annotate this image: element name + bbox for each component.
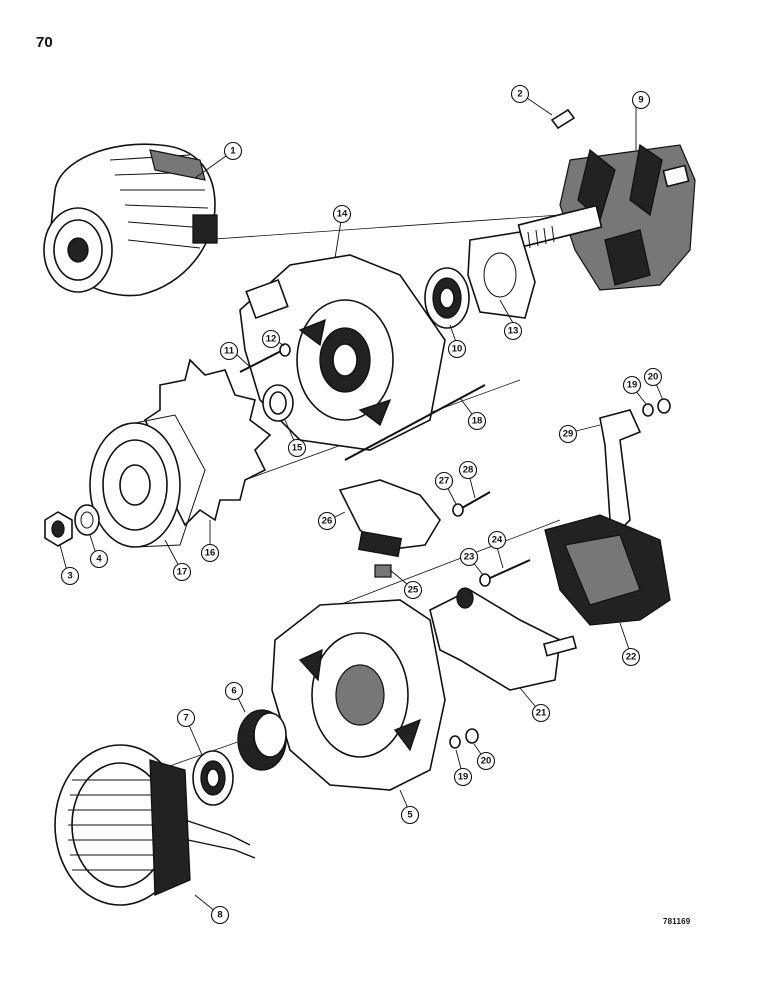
rectifier-cover: [544, 514, 671, 626]
washer-23: [479, 573, 491, 587]
callout-4: 4: [89, 549, 109, 569]
callout-27: 27: [434, 471, 454, 491]
bracket: [599, 409, 642, 532]
callout-label: 26: [322, 516, 333, 527]
callout-26: 26: [317, 511, 337, 531]
callout-label: 14: [337, 209, 348, 220]
stator: [54, 744, 256, 906]
callout-label: 27: [439, 476, 450, 487]
callout-label: 21: [536, 708, 547, 719]
callout-23: 23: [459, 547, 479, 567]
callout-label: 24: [492, 535, 503, 546]
page-number: 70: [36, 34, 53, 51]
callout-3: 3: [60, 566, 80, 586]
nut-20-lower: [465, 728, 479, 744]
callout-17: 17: [172, 562, 192, 582]
callout-label: 19: [458, 772, 469, 783]
alternator-assembly: [43, 143, 218, 297]
woodruff-key: [550, 108, 576, 130]
callout-label: 28: [463, 465, 474, 476]
callout-label: 2: [517, 89, 522, 100]
callout-18: 18: [467, 411, 487, 431]
callout-1: 1: [223, 141, 243, 161]
callout-label: 15: [292, 443, 303, 454]
drive-end-housing: [239, 254, 446, 451]
callout-label: 5: [407, 810, 413, 821]
callout-7: 7: [176, 708, 196, 728]
rotor: [517, 143, 696, 291]
callout-8: 8: [210, 905, 230, 925]
callout-15: 15: [287, 438, 307, 458]
callout-label: 10: [452, 344, 463, 355]
callout-label: 13: [508, 326, 519, 337]
callout-19-lower: 19: [453, 767, 473, 787]
screw-28: [461, 491, 491, 509]
callout-label: 9: [638, 95, 643, 106]
callout-label: 4: [96, 554, 102, 565]
callout-label: 12: [266, 334, 277, 345]
slip-ring-end-bearing: [192, 750, 234, 806]
callout-label: 20: [648, 372, 659, 383]
screw: [239, 349, 284, 373]
callout-13: 13: [503, 321, 523, 341]
callout-label: 20: [481, 756, 492, 767]
callout-label: 8: [217, 910, 222, 921]
spacer: [262, 384, 294, 422]
through-bolt: [344, 384, 486, 461]
callout-9: 9: [631, 90, 651, 110]
callout-16: 16: [200, 543, 220, 563]
bearing-cup: [237, 709, 287, 771]
callout-label: 22: [626, 652, 637, 663]
figure-code: 781169: [663, 917, 691, 926]
callout-28: 28: [458, 460, 478, 480]
callout-label: 3: [67, 571, 72, 582]
callout-20-lower: 20: [476, 751, 496, 771]
callout-21: 21: [531, 703, 551, 723]
callout-label: 17: [177, 567, 188, 578]
pulley-nut: [44, 511, 73, 547]
washer-27: [452, 503, 464, 517]
brush-holder: [357, 530, 403, 578]
callout-29: 29: [558, 424, 578, 444]
washer-12: [279, 343, 291, 357]
rectifier-regulator: [429, 587, 578, 691]
callout-22: 22: [621, 647, 641, 667]
drive-end-bearing: [424, 267, 470, 329]
pulley: [89, 414, 206, 548]
callout-10: 10: [447, 339, 467, 359]
callout-label: 7: [183, 713, 188, 724]
callout-label: 19: [627, 380, 638, 391]
callout-label: 23: [464, 552, 475, 563]
callout-label: 11: [224, 346, 235, 357]
callout-label: 29: [563, 429, 574, 440]
screw-24: [489, 559, 531, 579]
callout-label: 25: [408, 585, 419, 596]
washer-19-upper: [642, 403, 654, 417]
callout-19-upper: 19: [622, 375, 642, 395]
callout-6: 6: [224, 681, 244, 701]
callout-label: 18: [472, 416, 483, 427]
slip-ring-end-housing: [271, 599, 446, 791]
callout-20-upper: 20: [643, 367, 663, 387]
callout-24: 24: [487, 530, 507, 550]
washer-19-lower: [449, 735, 461, 749]
callout-label: 1: [230, 146, 236, 157]
retainer-plate: [467, 231, 536, 319]
callout-label: 6: [231, 686, 236, 697]
callout-14: 14: [332, 204, 352, 224]
callout-5: 5: [400, 805, 420, 825]
callout-2: 2: [510, 84, 530, 104]
washer-4: [74, 504, 100, 536]
callout-12: 12: [261, 329, 281, 349]
nut-20-upper: [657, 398, 671, 414]
callout-11: 11: [219, 341, 239, 361]
callout-label: 16: [205, 548, 216, 559]
callout-25: 25: [403, 580, 423, 600]
